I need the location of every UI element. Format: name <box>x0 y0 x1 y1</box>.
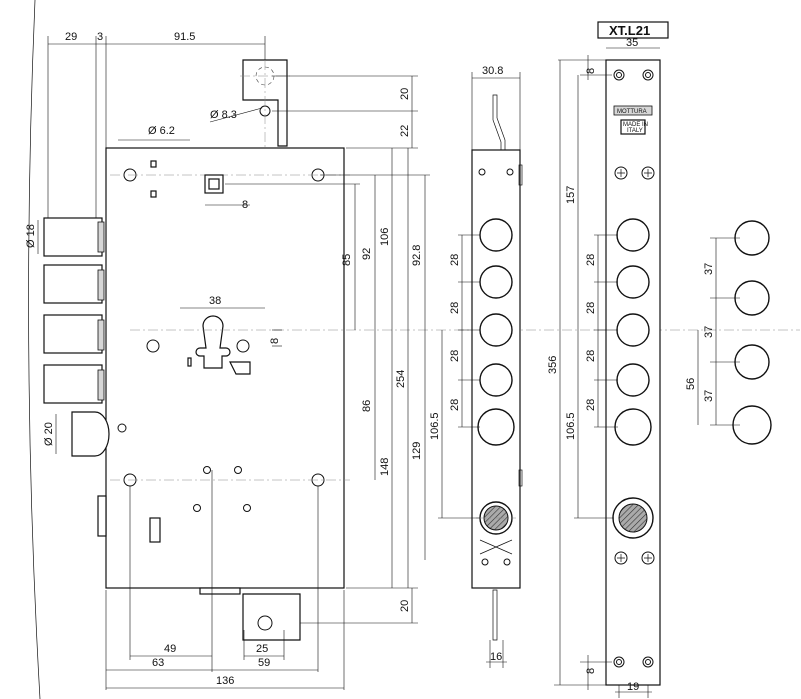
column-dim-56: 56 <box>685 378 697 390</box>
side-spacing-3: 28 <box>449 350 461 362</box>
side-center-106-5: 106.5 <box>429 412 441 440</box>
dim-136: 136 <box>216 675 234 687</box>
dim-49: 49 <box>164 643 176 655</box>
column-spacing-1: 37 <box>703 263 715 275</box>
plate-center-106-5: 106.5 <box>565 412 577 440</box>
italy-mark: ITALY <box>627 128 643 134</box>
brand-mark: MOTTURA <box>617 109 647 115</box>
plate-dim-157: 157 <box>565 186 577 204</box>
dim-25: 25 <box>256 643 268 655</box>
dim-92: 92 <box>361 248 373 260</box>
dim-29: 29 <box>65 31 77 43</box>
dim-254: 254 <box>395 370 407 388</box>
dim-91-5: 91.5 <box>174 31 195 43</box>
column-spacing-2: 37 <box>703 326 715 338</box>
dim-106: 106 <box>379 228 391 246</box>
bolt-column-view: 37 37 37 56 <box>685 220 772 445</box>
dim-3: 3 <box>97 31 103 43</box>
key-offset-8: 8 <box>269 338 281 344</box>
plate-spacing-1: 28 <box>585 254 597 266</box>
plate-total-356: 356 <box>547 356 559 374</box>
made-in-mark: MADE IN <box>623 122 648 128</box>
dia-18: Ø 18 <box>25 224 37 248</box>
side-spacing-1: 28 <box>449 254 461 266</box>
square-8: 8 <box>242 199 248 211</box>
plate-top-8: 8 <box>585 68 597 74</box>
side-spacing-2: 28 <box>449 302 461 314</box>
dim-92-8: 92.8 <box>411 245 423 266</box>
plate-spacing-3: 28 <box>585 350 597 362</box>
dim-20-bottom: 20 <box>399 600 411 612</box>
plate-bottom-8: 8 <box>585 668 597 674</box>
side-spacing-4: 28 <box>449 399 461 411</box>
dim-22: 22 <box>399 125 411 137</box>
plate-spacing-2: 28 <box>585 302 597 314</box>
dim-63: 63 <box>152 657 164 669</box>
dim-38: 38 <box>209 295 221 307</box>
dia-20: Ø 20 <box>43 422 55 446</box>
side-view: 30.8 28 28 28 28 106.5 16 <box>429 65 523 668</box>
column-spacing-3: 37 <box>703 390 715 402</box>
plate-width-35: 35 <box>626 37 638 49</box>
dim-148: 148 <box>379 458 391 476</box>
lock-case <box>105 147 345 589</box>
side-bottom-16: 16 <box>490 651 502 663</box>
dia-8-3: Ø 8.3 <box>210 109 237 121</box>
title-label: XT.L21 <box>609 23 650 38</box>
side-width-30-8: 30.8 <box>482 65 503 77</box>
dim-86: 86 <box>361 400 373 412</box>
left-bolts <box>43 217 110 457</box>
dim-129: 129 <box>411 442 423 460</box>
front-plate-view: XT.L21 35 MOTTURA MADE IN ITALY <box>547 21 669 698</box>
dim-20-top: 20 <box>399 88 411 100</box>
lock-body-view: 29 3 91.5 Ø 8.3 Ø 6.2 <box>25 0 800 699</box>
dim-85: 85 <box>341 254 353 266</box>
title-box <box>597 21 669 39</box>
plate-spacing-4: 28 <box>585 399 597 411</box>
dia-6-2: Ø 6.2 <box>148 125 175 137</box>
plate-bottom-19: 19 <box>627 681 639 693</box>
dim-59: 59 <box>258 657 270 669</box>
